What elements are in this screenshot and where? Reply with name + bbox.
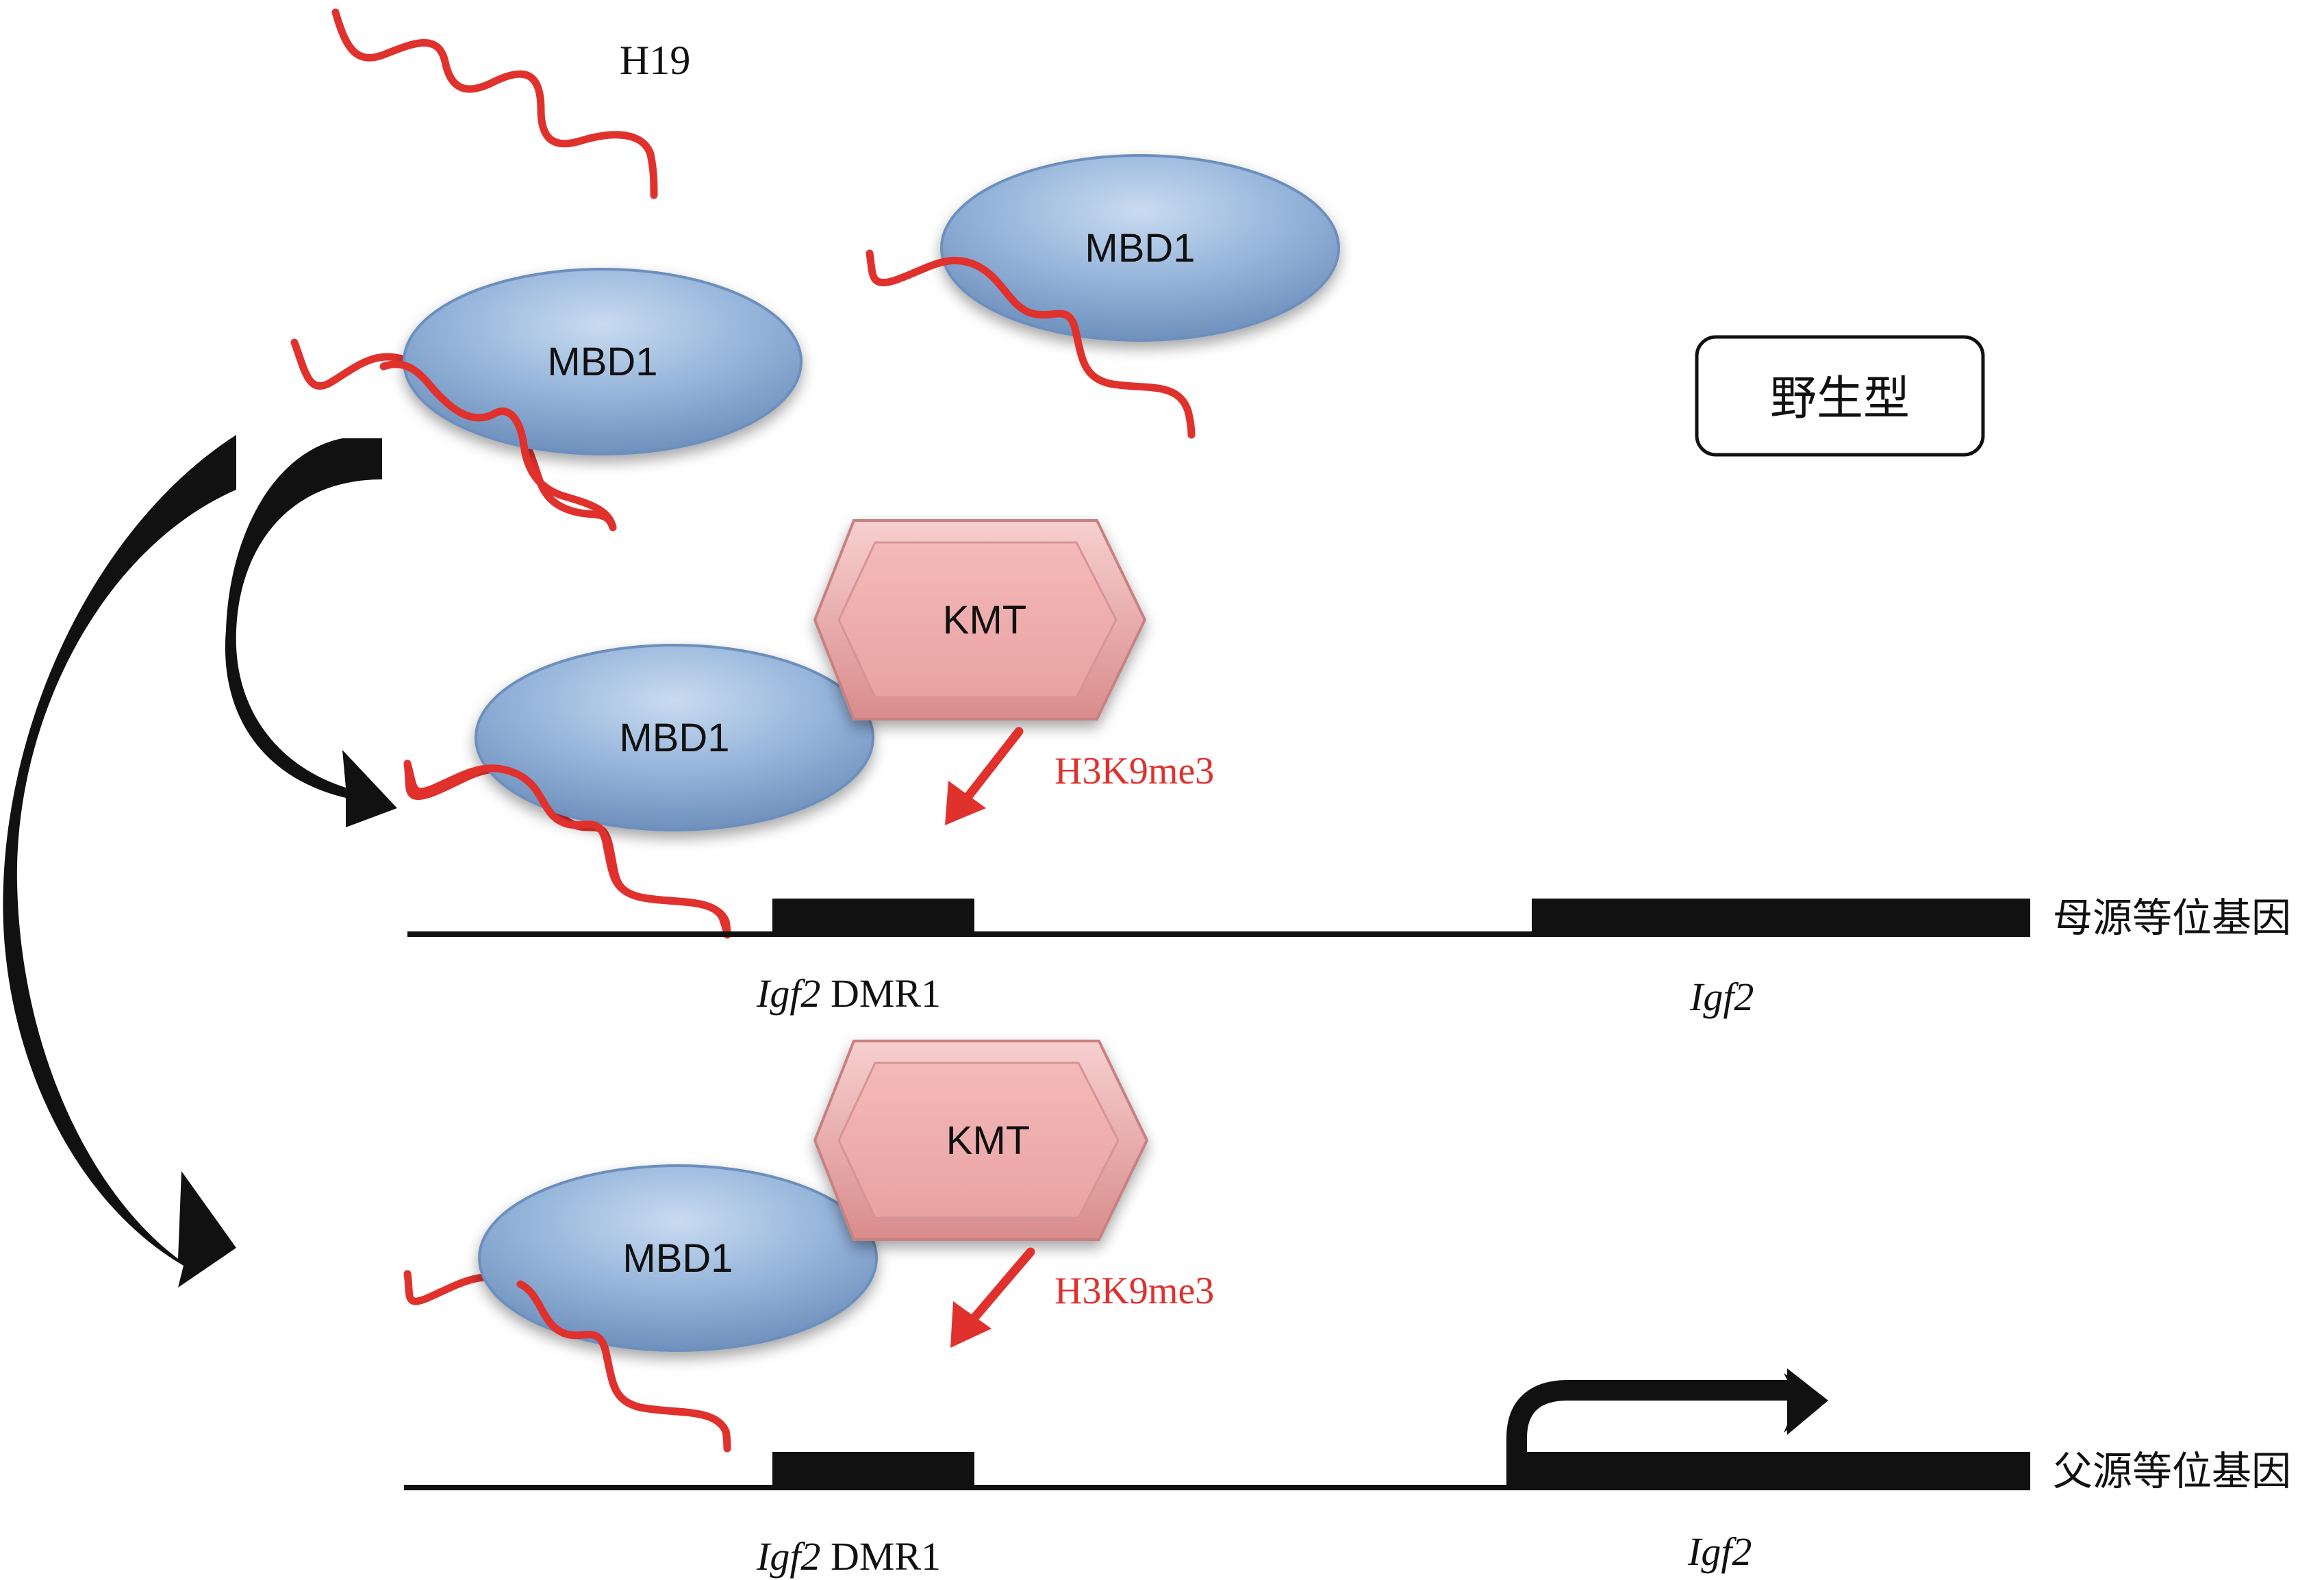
- mbd1-protein-top-right: [940, 154, 1340, 342]
- h19-rna-strand-mbd1-left-front: [379, 360, 617, 531]
- paternal-igf2-block: [1517, 1452, 2030, 1490]
- mbd1-label-top-right: MBD1: [1085, 226, 1195, 271]
- paternal-dmr1-block: [772, 1452, 974, 1490]
- paternal-igf2-label: Igf2: [1687, 1529, 1752, 1574]
- mbd1-label-top-left: MBD1: [547, 340, 657, 384]
- wild-type-label: 野生型: [1770, 373, 1910, 425]
- maternal-dmr1-label: Igf2 DMR1: [756, 971, 941, 1016]
- curved-arrow-icon-to-maternal: [225, 438, 397, 827]
- maternal-igf2-label: Igf2: [1689, 975, 1754, 1019]
- mbd1-protein-maternal: [475, 644, 874, 831]
- h19-rna-strand-paternal-front: [516, 1280, 731, 1453]
- h19-rna-strand: [331, 8, 658, 199]
- maternal-dna-line: [407, 931, 2030, 937]
- curved-arrow-icon-to-paternal: [3, 435, 236, 1288]
- red-straight-arrow-icon-paternal: [950, 1247, 1035, 1348]
- mbd1-label-maternal: MBD1: [619, 716, 729, 760]
- h19-rna-strand-maternal-front: [403, 760, 731, 939]
- paternal-allele-label: 父源等位基因: [2053, 1449, 2291, 1494]
- h3k9me3-label-paternal: H3K9me3: [1054, 1270, 1214, 1312]
- h19-label: H19: [620, 38, 690, 83]
- mbd1-label-paternal: MBD1: [622, 1236, 733, 1281]
- kmt-label-maternal: KMT: [943, 598, 1026, 642]
- mbd1-protein-paternal: [478, 1164, 878, 1352]
- kmt-protein-maternal: [813, 519, 1147, 720]
- paternal-dmr1-label: Igf2 DMR1: [756, 1534, 941, 1579]
- wild-type-box: [1695, 335, 1985, 457]
- red-straight-arrow-icon-maternal: [945, 727, 1024, 825]
- maternal-igf2-block: [1532, 899, 2030, 937]
- maternal-allele-label: 母源等位基因: [2053, 896, 2291, 940]
- h3k9me3-label-maternal: H3K9me3: [1054, 750, 1214, 792]
- kmt-protein-paternal: [813, 1040, 1149, 1241]
- maternal-dmr1-block: [772, 899, 974, 937]
- paternal-dna-line: [404, 1485, 2030, 1490]
- h19-rna-strand-mbd1-right: [866, 249, 1196, 439]
- bent-arrow-icon-transcription: [1506, 1368, 1828, 1490]
- kmt-label-paternal: KMT: [946, 1118, 1030, 1163]
